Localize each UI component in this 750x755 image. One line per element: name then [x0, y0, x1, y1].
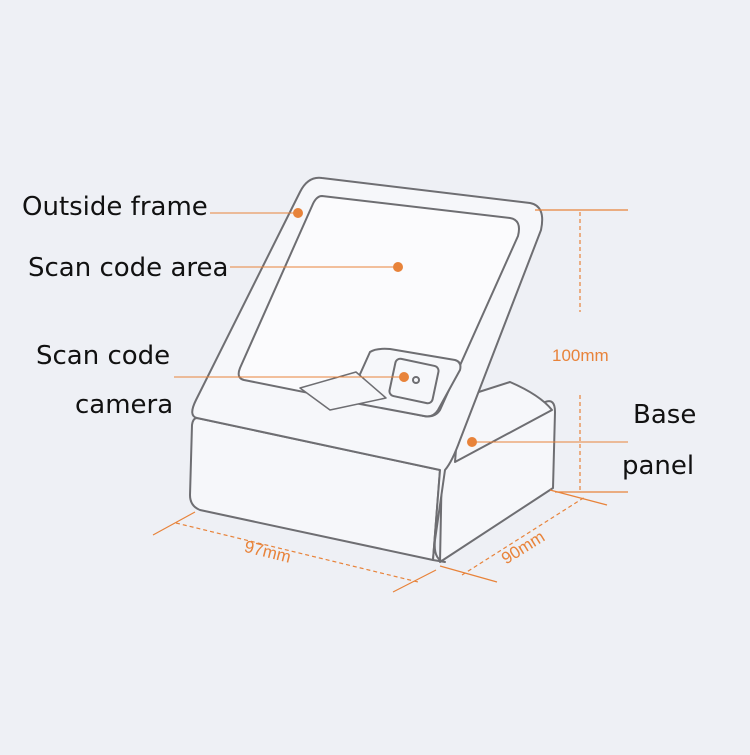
marker-dots: [293, 208, 477, 447]
outside-frame-dot: [293, 208, 303, 218]
leader-lines: [174, 212, 628, 443]
base-front-face: [189, 417, 441, 561]
label-scan-code-camera-line1: Scan code: [36, 341, 171, 371]
base-panel-dot: [467, 437, 477, 447]
label-base-panel-line2: panel: [622, 451, 695, 481]
label-base-panel-line1: Base: [633, 400, 697, 430]
label-outside-frame: Outside frame: [22, 192, 208, 222]
label-scan-code-area: Scan code area: [28, 253, 229, 283]
dimension-lines: [152, 209, 628, 593]
camera-dot: [399, 372, 409, 382]
label-scan-code-camera-line2: camera: [75, 390, 174, 420]
dimension-height-label: 100mm: [552, 346, 609, 365]
base-side-face: [439, 400, 556, 563]
camera-lens: [412, 376, 420, 384]
scanner-device: [189, 176, 556, 563]
scan-area-dot: [393, 262, 403, 272]
